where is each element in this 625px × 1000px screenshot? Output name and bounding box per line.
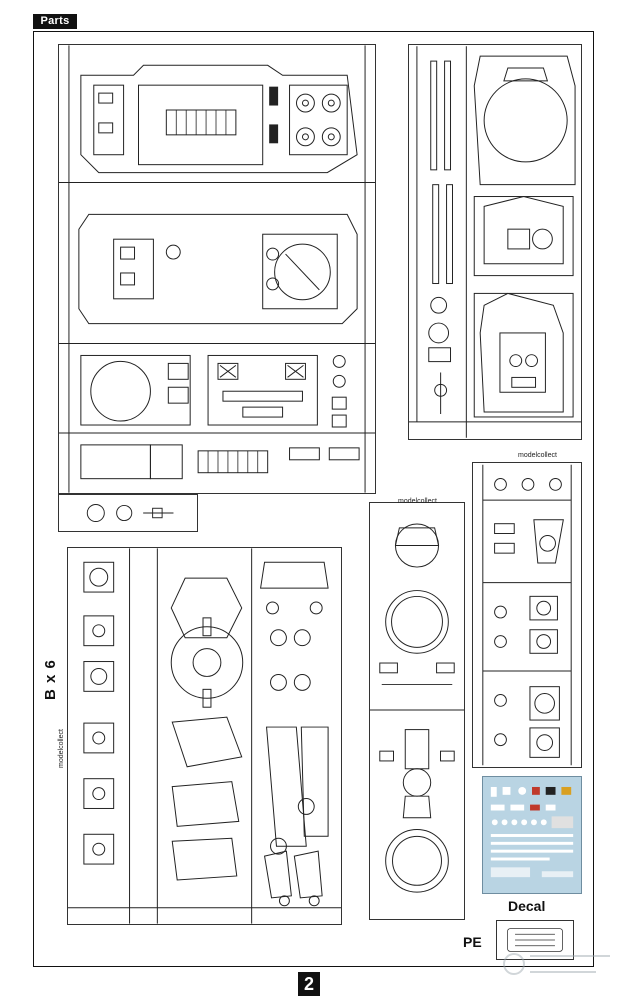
sprue-turret-drawing (409, 46, 581, 438)
pe-fret-drawing (507, 928, 563, 952)
brand-mark-sprue-b: modelcollect (58, 729, 65, 768)
sprue-small-details-drawing (482, 464, 572, 766)
decal-sheet-drawing (490, 786, 574, 878)
parts-header-tag: Parts (33, 14, 77, 29)
multiplier-label: B x 6 (42, 659, 59, 700)
sprue-hatch-rings (369, 502, 465, 920)
page-number: 2 (298, 972, 320, 996)
brand-mark-hatch-sprue: modelcollect (398, 498, 437, 505)
pe-fret (496, 920, 574, 960)
decal-label: Decal (508, 898, 546, 914)
brand-mark-detail-sprue: modelcollect (518, 452, 557, 459)
watermark-logo-drawing (503, 953, 610, 975)
pe-label: PE (463, 934, 482, 950)
sprue-hull-upper (58, 44, 376, 494)
sprue-turret (408, 44, 582, 440)
watermark-logo (500, 944, 620, 984)
decal-sheet (482, 776, 582, 894)
sprue-hull-small-parts (58, 494, 198, 532)
instruction-frame (33, 31, 594, 967)
sprue-small-details (472, 462, 582, 768)
sprue-hatch-rings-drawing (370, 523, 464, 893)
sprue-hull-small-parts-drawing (86, 504, 174, 522)
sprue-b-suspension-drawing (68, 548, 341, 924)
sprue-hull-upper-drawing (59, 45, 375, 493)
sprue-b-suspension (67, 547, 342, 925)
